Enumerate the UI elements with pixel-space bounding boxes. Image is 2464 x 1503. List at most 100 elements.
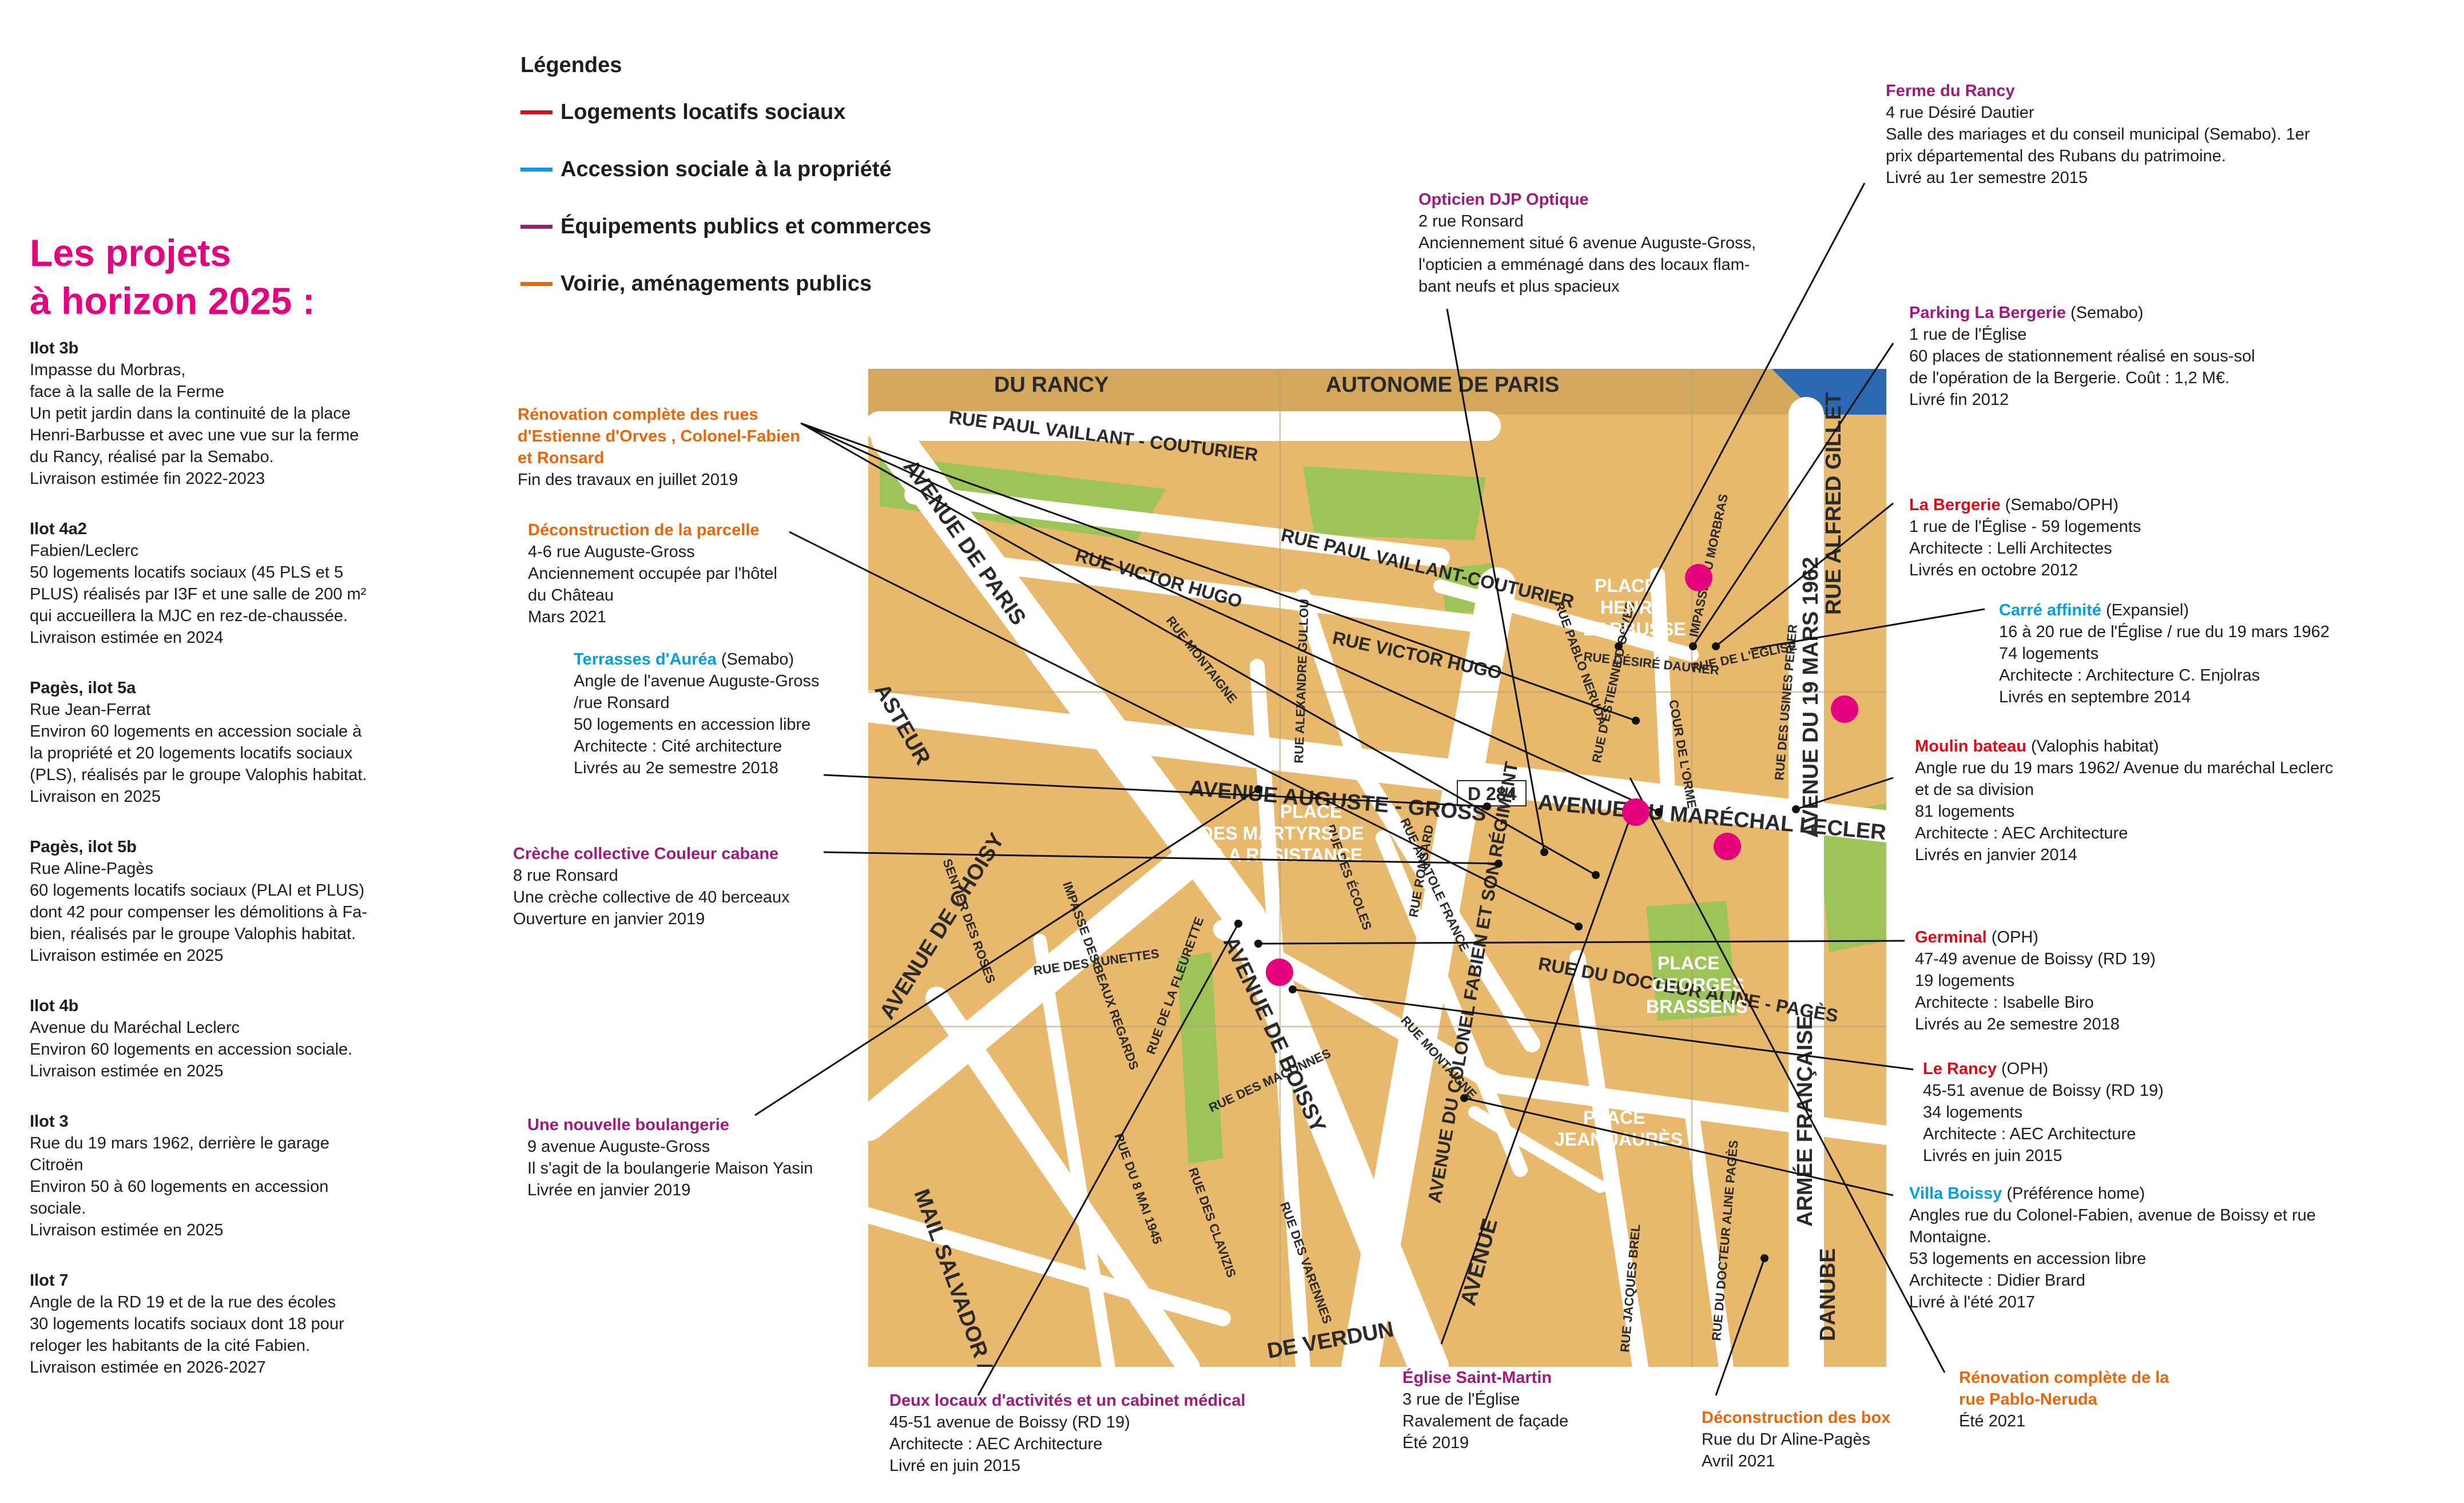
leader-dot bbox=[1760, 1254, 1768, 1262]
leader-neruda bbox=[1629, 777, 1946, 1373]
leader-dot bbox=[1289, 985, 1297, 993]
note-renovation-rues: Rénovation complète des rues d'Estienne … bbox=[518, 404, 800, 491]
project-marker[interactable] bbox=[1622, 798, 1650, 826]
project-line: Un petit jardin dans la continuité de la… bbox=[30, 404, 351, 423]
note-line: Livrés en septembre 2014 bbox=[1999, 688, 2191, 706]
road bbox=[1433, 579, 1699, 662]
legend-swatch bbox=[520, 224, 553, 229]
project-line: qui accueillera la MJC en rez-de-chaussé… bbox=[30, 607, 348, 625]
note-line: Ravalement de façade bbox=[1402, 1412, 1569, 1430]
note-line: bant neufs et plus spacieux bbox=[1418, 277, 1620, 296]
place-label-line: LA RÉSISTANCE bbox=[1217, 845, 1362, 865]
note-line: de l'opération de la Bergerie. Coût : 1,… bbox=[1909, 369, 2230, 387]
project-marker[interactable] bbox=[1266, 959, 1293, 986]
leader-dot bbox=[1254, 940, 1262, 948]
legend-item: Logements locatifs sociaux bbox=[520, 97, 931, 127]
project-line: Angle de la RD 19 et de la rue des école… bbox=[30, 1293, 336, 1311]
green-area bbox=[1177, 952, 1223, 1164]
project-heading: Ilot 3 bbox=[30, 1112, 69, 1131]
note-line: et de sa division bbox=[1915, 781, 2034, 799]
road bbox=[868, 1207, 1231, 1326]
street-du-rancy: DU RANCY bbox=[994, 373, 1109, 397]
note-line: Livrés en janvier 2014 bbox=[1915, 846, 2077, 864]
note-line: Fin des travaux en juillet 2019 bbox=[518, 471, 738, 489]
page-title: Les projets à horizon 2025 : bbox=[30, 229, 315, 325]
note-line: Angle rue du 19 mars 1962/ Avenue du mar… bbox=[1915, 759, 2334, 777]
map-top-strip bbox=[868, 369, 1886, 415]
project-line: Impasse du Morbras, bbox=[30, 361, 186, 379]
map: DU RANCY AUTONOME DE PARIS RUE PAUL VAIL… bbox=[868, 369, 1886, 1367]
note-line: 81 logements bbox=[1915, 802, 2015, 821]
place-label-line: PLACE bbox=[1280, 801, 1342, 822]
project-line: PLUS) réalisés par I3F et une salle de 2… bbox=[30, 585, 367, 603]
place-label-line: BRASSENS bbox=[1646, 996, 1748, 1017]
note-line: Anciennement situé 6 avenue Auguste-Gros… bbox=[1418, 234, 1756, 252]
leader-dot bbox=[1483, 802, 1491, 810]
note-line: 53 logements en accession libre bbox=[1909, 1250, 2147, 1268]
note-line: Il s'agit de la boulangerie Maison Yasin bbox=[527, 1159, 813, 1178]
note-line: 34 logements bbox=[1923, 1103, 2023, 1122]
project-line: 30 logements locatifs sociaux dont 18 po… bbox=[30, 1315, 344, 1333]
note-title: Rénovation complète de la bbox=[1959, 1369, 2169, 1387]
note-line: Architecte : AEC Architecture bbox=[1915, 824, 2128, 842]
project-heading: Ilot 4a2 bbox=[30, 520, 87, 538]
note-title: Villa Boissy bbox=[1909, 1184, 2002, 1203]
leader-renovation-rues bbox=[800, 422, 1659, 876]
legend-swatch bbox=[520, 167, 553, 172]
leader-carre bbox=[1750, 608, 1985, 650]
legend-item: Accession sociale à la propriété bbox=[520, 154, 931, 184]
place-label-line: PLACE bbox=[1583, 1107, 1645, 1128]
leader-dot bbox=[1460, 1094, 1468, 1102]
project-line: (PLS), réalisés par le groupe Valophis h… bbox=[30, 766, 367, 784]
note-line: Été 2019 bbox=[1402, 1434, 1469, 1452]
note-title: Crèche collective Couleur cabane bbox=[513, 845, 779, 863]
note-title: d'Estienne d'Orves , Colonel-Fabien bbox=[518, 427, 800, 446]
green-area bbox=[1818, 804, 1886, 952]
note-line: Livré en juin 2015 bbox=[889, 1457, 1020, 1475]
note-suffix: (Expansiel) bbox=[2101, 601, 2189, 619]
project-line: reloger les habitants de la cité Fabien. bbox=[30, 1337, 311, 1355]
project-heading: Pagès, ilot 5a bbox=[30, 679, 136, 697]
project-line: sociale. bbox=[30, 1199, 86, 1218]
note-title: Déconstruction des box bbox=[1702, 1409, 1891, 1427]
note-line: Livré au 1er semestre 2015 bbox=[1886, 169, 2088, 187]
project-marker[interactable] bbox=[1831, 695, 1858, 723]
note-line: 47-49 avenue de Boissy (RD 19) bbox=[1915, 950, 2156, 968]
note-suffix: (OPH) bbox=[1996, 1060, 2049, 1078]
project-marker[interactable] bbox=[1685, 564, 1712, 591]
note-line: l'opticien a emménagé dans des locaux fl… bbox=[1418, 256, 1750, 274]
project-line: 50 logements locatifs sociaux (45 PLS et… bbox=[30, 563, 344, 582]
project-line: Avenue du Maréchal Leclerc bbox=[30, 1019, 240, 1037]
title-line-1: Les projets bbox=[30, 232, 232, 274]
note-la-bergerie: La Bergerie (Semabo/OPH) 1 rue de l'Égli… bbox=[1909, 494, 2141, 581]
note-line: 50 logements en accession libre bbox=[574, 715, 811, 734]
note-line: Livré à l'été 2017 bbox=[1909, 1293, 2035, 1311]
place-henri-barbusse: PLACE HENRI BARBUSSE bbox=[1583, 575, 1686, 639]
leader-dot bbox=[1495, 860, 1503, 868]
note-le-rancy: Le Rancy (OPH) 45-51 avenue de Boissy (R… bbox=[1923, 1058, 2164, 1167]
leader-moulin bbox=[1795, 777, 1894, 810]
project-line: du Rancy, réalisé par la Semabo. bbox=[30, 448, 274, 466]
green-area bbox=[1303, 466, 1486, 540]
legend-swatch bbox=[520, 281, 553, 286]
note-title: Deux locaux d'activités et un cabinet mé… bbox=[889, 1391, 1246, 1410]
note-boulangerie: Une nouvelle boulangerie 9 avenue August… bbox=[527, 1114, 813, 1201]
leader-germinal bbox=[1258, 940, 1905, 945]
note-suffix: (Semabo) bbox=[716, 650, 794, 669]
road bbox=[1650, 567, 1676, 822]
leader-bergerie bbox=[1715, 502, 1894, 647]
note-line: 4 rue Désiré Dautier bbox=[1886, 104, 2034, 122]
note-line: 8 rue Ronsard bbox=[513, 866, 618, 885]
leader-le-rancy bbox=[1292, 988, 1914, 1071]
note-line: Angle de l'avenue Auguste-Gross bbox=[574, 672, 820, 690]
leader-villa-boissy bbox=[1464, 1097, 1894, 1196]
note-line: 4-6 rue Auguste-Gross bbox=[528, 543, 695, 561]
note-line: Livrés au 2e semestre 2018 bbox=[574, 759, 778, 777]
note-title: Le Rancy bbox=[1923, 1060, 1997, 1078]
project-marker[interactable] bbox=[1714, 833, 1741, 860]
street-danube: DANUBE bbox=[1816, 1248, 1840, 1341]
